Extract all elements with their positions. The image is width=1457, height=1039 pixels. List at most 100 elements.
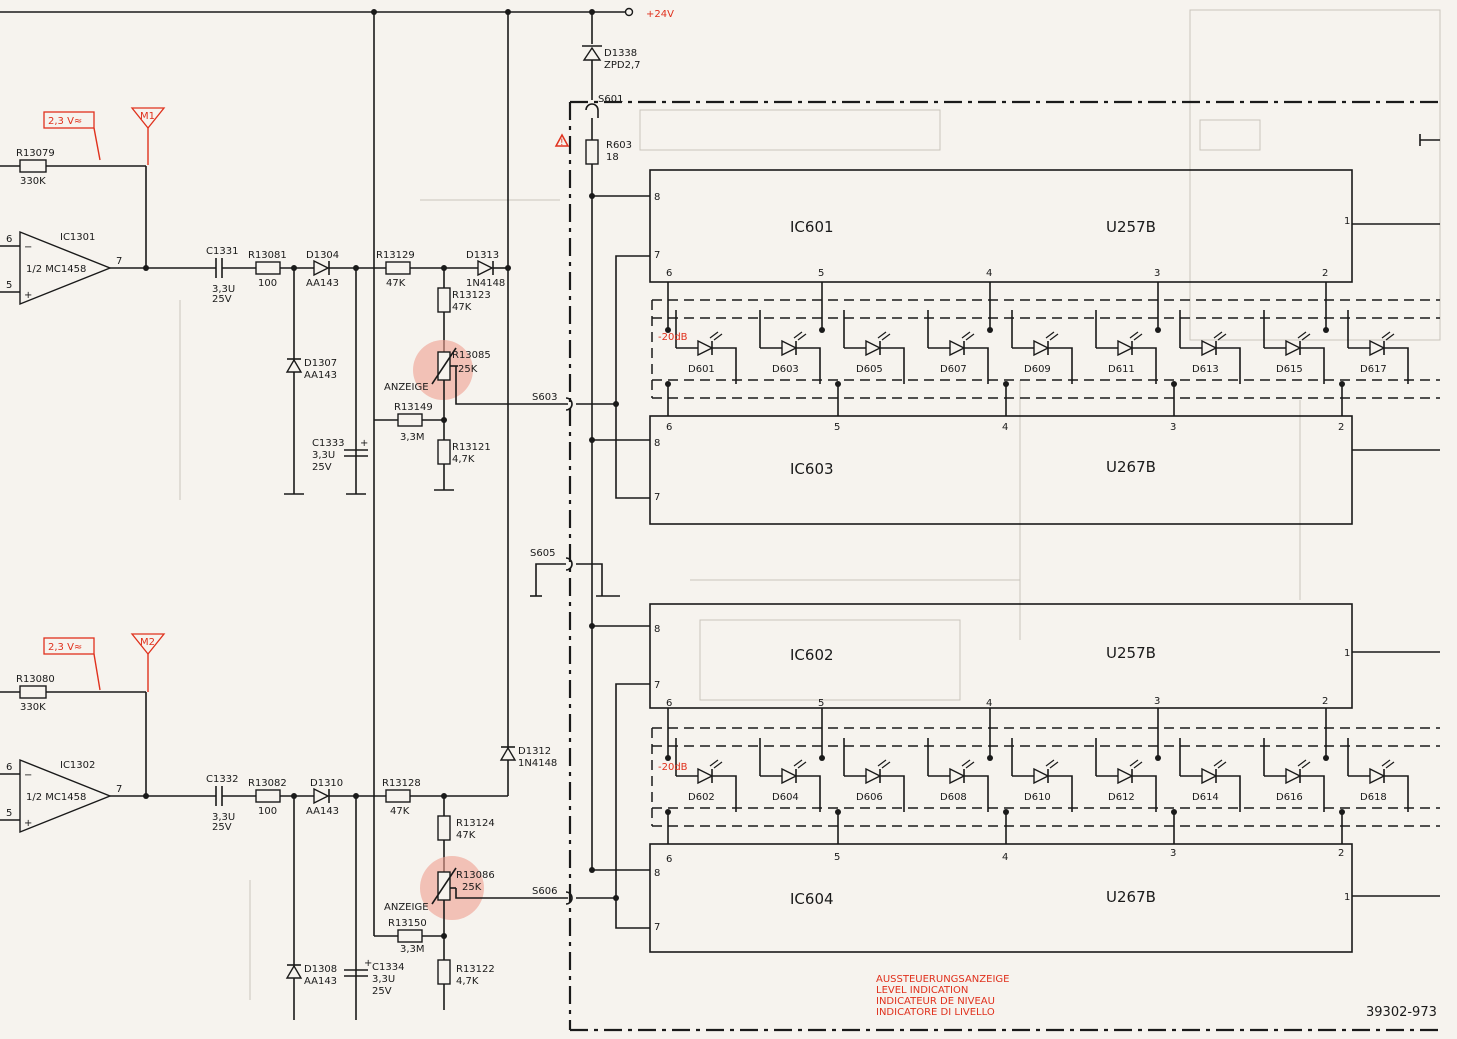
- ch2-pin-out: 7: [116, 784, 122, 795]
- svg-text:+: +: [24, 290, 32, 301]
- ch2-r4-ref: R13150: [388, 918, 427, 929]
- svg-text:6: 6: [666, 698, 672, 709]
- bottom-led-3-ray: [877, 759, 887, 767]
- top-led-2-cathode-lead: [796, 347, 821, 384]
- connector-s605: S605: [530, 548, 620, 597]
- ch2-rseries-ref: R13082: [248, 778, 287, 789]
- svg-text:7: 7: [654, 250, 660, 261]
- bottom-led-3-symbol: [865, 767, 882, 785]
- ch1-cap-ref: C1331: [206, 246, 238, 257]
- top-led-9-cathode-lead: [1384, 347, 1409, 384]
- top-led-8-symbol: [1285, 339, 1302, 357]
- svg-text:2: 2: [1322, 268, 1328, 279]
- top-led-3-ray2: [881, 333, 891, 341]
- bottom-pin-node-1: [665, 755, 671, 761]
- ic602-ref: IC602: [790, 646, 834, 664]
- ch1-diode-b-ref: D1307: [304, 358, 337, 369]
- top-led-5-ray: [1045, 331, 1055, 339]
- ch1-pot-value: 25K: [458, 364, 478, 375]
- bottom-led-9-ray2: [1385, 761, 1395, 769]
- top-led-3-ray: [877, 331, 887, 339]
- svg-text:6: 6: [666, 268, 672, 279]
- ch1-r4-ref: R13149: [394, 402, 433, 413]
- ic601-ref: IC601: [790, 218, 834, 236]
- top-led-8-ray2: [1301, 333, 1311, 341]
- top-led-1-ray2: [713, 333, 723, 341]
- ch1-rseries-ref: R13081: [248, 250, 287, 261]
- ch1-cap2-voltage: 25V: [312, 462, 332, 473]
- s605-label: S605: [530, 548, 555, 559]
- bottom-led-2-label: D604: [772, 792, 799, 803]
- bottom-led-5-symbol: [1033, 767, 1050, 785]
- ch1-r3-value: 47K: [452, 302, 472, 313]
- ch1-meas-point: M1: [140, 111, 155, 122]
- d1338-ref: D1338: [604, 48, 637, 59]
- show-through-traces: [179, 9, 1441, 1000]
- ic602-type: U257B: [1106, 644, 1156, 662]
- top-led-9-ray2: [1385, 333, 1395, 341]
- ic603-type: U267B: [1106, 458, 1156, 476]
- ch1-diode-c-type: 1N4148: [466, 278, 505, 289]
- bottom-led-5-ray: [1045, 759, 1055, 767]
- ch2-rseries-value: 100: [258, 806, 277, 817]
- ch1-diode-b-type: AA143: [304, 370, 337, 381]
- title-line-2: LEVEL INDICATION: [876, 985, 968, 996]
- s601-label: S601: [598, 94, 623, 105]
- title-line-1: AUSSTEUERUNGSANZEIGE: [876, 974, 1009, 985]
- ch2-cap2-ref: C1334: [372, 962, 404, 973]
- doc-number: 39302-973: [1366, 1005, 1437, 1020]
- top-led-1-ray: [709, 331, 719, 339]
- top-pin-rise-node-5: [1339, 381, 1345, 387]
- ch2-rin-value: 330K: [20, 702, 46, 713]
- svg-text:3: 3: [1170, 422, 1176, 433]
- top-led-5-label: D609: [1024, 364, 1051, 375]
- ch1-pin-out: 7: [116, 256, 122, 267]
- top-pin-node-5: [1323, 327, 1329, 333]
- top-led-9-symbol: [1369, 339, 1386, 357]
- ch2-r5-ref: R13122: [456, 964, 495, 975]
- board-boundary: [568, 100, 1440, 1032]
- bottom-pin-node-5: [1323, 755, 1329, 761]
- d1338-type: ZPD2,7: [604, 60, 640, 71]
- svg-text:2: 2: [1338, 422, 1344, 433]
- ch1-cap2-ref: C1333: [312, 438, 344, 449]
- channel-2: 2,3 V≈ M2 R13080 330K IC1302 1/2 MC1458 …: [0, 633, 619, 1020]
- ch2-conn: S606: [532, 886, 557, 897]
- ch2-diode-a-type: AA143: [306, 806, 339, 817]
- ch1-diode-a-type: AA143: [306, 278, 339, 289]
- ch2-diode-a-ref: D1310: [310, 778, 343, 789]
- ch2-rin-ref: R13080: [16, 674, 55, 685]
- ic601-type: U257B: [1106, 218, 1156, 236]
- db-label-bottom: -20dB: [658, 762, 688, 773]
- ch2-r4-value: 3,3M: [400, 944, 425, 955]
- bottom-pin-rise-node-2: [835, 809, 841, 815]
- ic603-block: IC603 U267B 8 7 6 5 4 3 2: [589, 415, 1440, 525]
- bottom-pin-rise-node-1: [665, 809, 671, 815]
- svg-text:4: 4: [1002, 422, 1008, 433]
- top-led-2-label: D603: [772, 364, 799, 375]
- bottom-led-4-label: D608: [940, 792, 967, 803]
- bottom-pin-node-3: [987, 755, 993, 761]
- bottom-pin-rise-node-5: [1339, 809, 1345, 815]
- bottom-led-6-ray2: [1133, 761, 1143, 769]
- top-pin-rise-node-4: [1171, 381, 1177, 387]
- bottom-led-4-ray: [961, 759, 971, 767]
- bottom-led-7-label: D614: [1192, 792, 1219, 803]
- top-led-6-cathode-lead: [1132, 347, 1157, 384]
- top-led-8-label: D615: [1276, 364, 1303, 375]
- top-led-3-label: D605: [856, 364, 883, 375]
- ch2-pin-plus: 5: [6, 808, 12, 819]
- bottom-led-6-cathode-lead: [1132, 775, 1157, 812]
- ch1-voltage: 2,3 V≈: [48, 116, 82, 127]
- top-led-8-ray: [1297, 331, 1307, 339]
- svg-text:6: 6: [666, 854, 672, 865]
- ch2-cap2-voltage: 25V: [372, 986, 392, 997]
- ch1-cap-voltage: 25V: [212, 294, 232, 305]
- ch1-diode-a-ref: D1304: [306, 250, 339, 261]
- ch2-pot-ref: R13086: [456, 870, 495, 881]
- ch2-diode-b-ref: D1308: [304, 964, 337, 975]
- svg-text:7: 7: [654, 492, 660, 503]
- ch2-r2-value: 47K: [390, 806, 410, 817]
- r603-value: 18: [606, 152, 619, 163]
